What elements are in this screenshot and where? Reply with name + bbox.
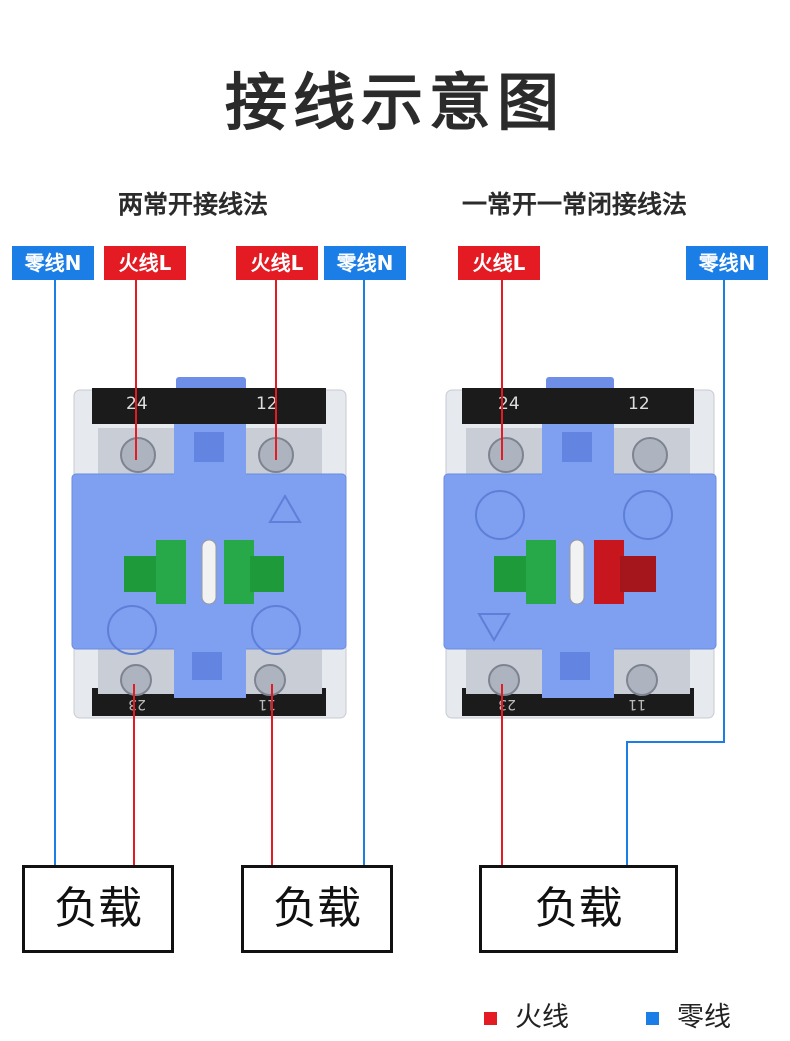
live-label-left-2: 火线L xyxy=(236,246,318,280)
live-label-right: 火线L xyxy=(458,246,540,280)
load-box-left-1: 负载 xyxy=(22,865,174,953)
legend-neutral-label: 零线 xyxy=(677,1002,731,1033)
terminal-number-23-left: 23 xyxy=(128,696,146,712)
recycle-icon xyxy=(268,493,302,523)
neutral-label-left-2: 零线N xyxy=(324,246,406,280)
terminal-number-12-right: 12 xyxy=(628,394,650,414)
right-section-subtitle: 一常开一常闭接线法 xyxy=(462,190,688,219)
legend-neutral: 零线 xyxy=(646,995,731,1034)
contact-block-right: 24 12 23 11 xyxy=(443,377,717,719)
legend-live: 火线 xyxy=(484,995,569,1034)
contact-block-left: 24 12 23 11 xyxy=(71,377,347,719)
neutral-wires xyxy=(54,280,725,866)
terminal-number-11-left: 11 xyxy=(258,696,276,712)
terminal-number-12-left: 12 xyxy=(256,394,278,414)
live-label-left-1: 火线L xyxy=(104,246,186,280)
load-box-left-2: 负载 xyxy=(241,865,393,953)
terminal-number-11-right: 11 xyxy=(628,696,646,712)
live-color-swatch xyxy=(484,1012,497,1025)
neutral-label-right: 零线N xyxy=(686,246,768,280)
live-wires xyxy=(133,280,503,866)
neutral-color-swatch xyxy=(646,1012,659,1025)
neutral-label-left: 零线N xyxy=(12,246,94,280)
load-box-right: 负载 xyxy=(479,865,678,953)
terminal-number-23-right: 23 xyxy=(498,696,516,712)
left-section-subtitle: 两常开接线法 xyxy=(118,190,269,219)
legend-live-label: 火线 xyxy=(515,1002,569,1033)
recycle-icon xyxy=(477,613,511,643)
page-title: 接线示意图 xyxy=(224,66,565,139)
terminal-number-24-right: 24 xyxy=(498,394,520,414)
